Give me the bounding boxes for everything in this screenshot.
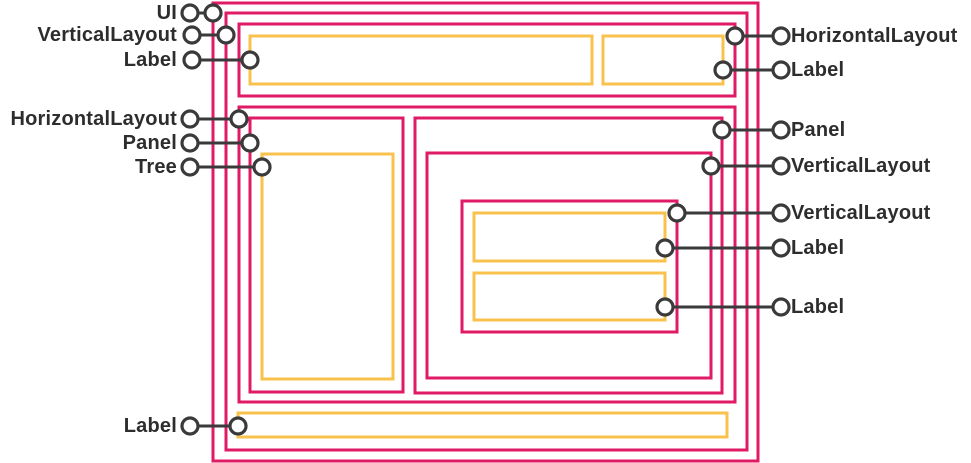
box-label-top-1 bbox=[248, 34, 594, 86]
callout-text-tree: Tree bbox=[135, 156, 177, 178]
marker-vertical-layout-main-target bbox=[216, 25, 236, 45]
callout-text-label-inner-2: Label bbox=[791, 296, 845, 318]
marker-horizontal-layout-top-target bbox=[725, 26, 745, 46]
marker-label-top-1-target bbox=[240, 50, 260, 70]
box-tree bbox=[260, 152, 395, 381]
marker-label-top-2-label bbox=[771, 60, 791, 80]
callout-text-vertical-layout-right: VerticalLayout bbox=[791, 155, 931, 177]
callout-text-label-top-1: Label bbox=[123, 49, 177, 71]
marker-panel-right-target bbox=[712, 120, 732, 140]
callout-text-vertical-layout-inner: VerticalLayout bbox=[791, 202, 931, 224]
box-panel-left bbox=[248, 116, 405, 394]
marker-tree-target bbox=[252, 157, 272, 177]
box-ui bbox=[211, 1, 760, 463]
marker-vertical-layout-inner-target bbox=[667, 203, 687, 223]
marker-ui-label bbox=[180, 3, 200, 23]
box-label-inner-1 bbox=[472, 211, 667, 263]
callout-text-label-bottom: Label bbox=[123, 415, 177, 437]
box-vertical-layout-main bbox=[224, 11, 749, 452]
callout-text-horizontal-layout-mid: HorizontalLayout bbox=[10, 108, 177, 130]
marker-panel-left-label bbox=[180, 133, 200, 153]
marker-label-inner-1-label bbox=[771, 238, 791, 258]
callout-text-vertical-layout-main: VerticalLayout bbox=[37, 24, 177, 46]
callout-text-ui: UI bbox=[156, 2, 177, 24]
marker-horizontal-layout-mid-label bbox=[180, 109, 200, 129]
marker-vertical-layout-right-label bbox=[771, 156, 791, 176]
callout-text-horizontal-layout-top: HorizontalLayout bbox=[791, 25, 958, 47]
marker-label-bottom-target bbox=[228, 416, 248, 436]
box-horizontal-layout-mid bbox=[237, 105, 737, 404]
box-vertical-layout-inner bbox=[460, 199, 679, 334]
callout-text-label-top-2: Label bbox=[791, 59, 845, 81]
marker-horizontal-layout-mid-target bbox=[229, 109, 249, 129]
marker-vertical-layout-main-label bbox=[182, 25, 202, 45]
marker-horizontal-layout-top-label bbox=[771, 26, 791, 46]
box-label-inner-2 bbox=[472, 271, 667, 322]
marker-label-top-1-label bbox=[182, 50, 202, 70]
marker-tree-label bbox=[180, 157, 200, 177]
box-label-top-2 bbox=[601, 34, 725, 86]
marker-vertical-layout-right-target bbox=[701, 156, 721, 176]
callout-text-panel-right: Panel bbox=[791, 119, 846, 141]
box-label-bottom bbox=[236, 411, 729, 439]
marker-panel-left-target bbox=[240, 133, 260, 153]
marker-panel-right-label bbox=[771, 120, 791, 140]
marker-label-inner-2-target bbox=[655, 297, 675, 317]
marker-label-inner-1-target bbox=[655, 238, 675, 258]
callout-text-panel-left: Panel bbox=[122, 132, 177, 154]
box-panel-right bbox=[413, 116, 724, 395]
box-vertical-layout-right bbox=[425, 151, 713, 380]
marker-label-inner-2-label bbox=[771, 297, 791, 317]
marker-ui-target bbox=[203, 3, 223, 23]
marker-vertical-layout-inner-label bbox=[771, 203, 791, 223]
marker-label-bottom-label bbox=[180, 416, 200, 436]
callout-text-label-inner-1: Label bbox=[791, 237, 845, 259]
marker-label-top-2-target bbox=[713, 60, 733, 80]
